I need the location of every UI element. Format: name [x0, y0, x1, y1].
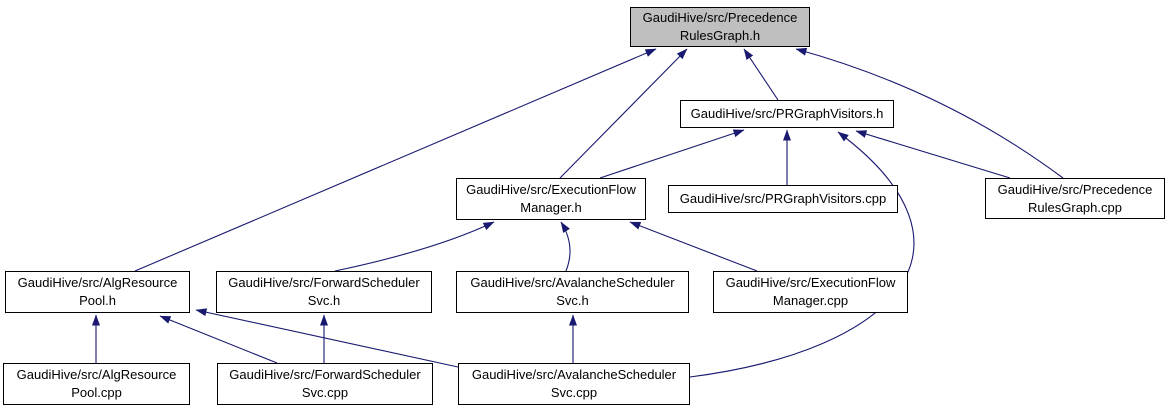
edge-forward-scheduler-svc-cpp-to-alg-resource-pool-h [159, 315, 278, 364]
edge-alg-resource-pool-h-to-precedence-rules-graph-h [134, 48, 657, 272]
node-prgraph-visitors-h[interactable]: GaudiHive/src/PRGraphVisitors.h [680, 100, 894, 128]
edge-execution-flow-manager-h-to-precedence-rules-graph-h [559, 48, 688, 179]
node-alg-resource-pool-cpp[interactable]: GaudiHive/src/AlgResource Pool.cpp [3, 363, 190, 405]
node-execution-flow-manager-h[interactable]: GaudiHive/src/ExecutionFlow Manager.h [456, 178, 646, 220]
node-forward-scheduler-svc-cpp[interactable]: GaudiHive/src/ForwardScheduler Svc.cpp [217, 363, 433, 405]
node-execution-flow-manager-cpp[interactable]: GaudiHive/src/ExecutionFlow Manager.cpp [713, 271, 908, 313]
node-alg-resource-pool-h[interactable]: GaudiHive/src/AlgResource Pool.h [5, 271, 190, 313]
edge-forward-scheduler-svc-h-to-execution-flow-manager-h [334, 221, 495, 272]
node-precedence-rules-graph-cpp[interactable]: GaudiHive/src/Precedence RulesGraph.cpp [985, 178, 1165, 219]
node-prgraph-visitors-cpp[interactable]: GaudiHive/src/PRGraphVisitors.cpp [668, 185, 898, 213]
edge-avalanche-scheduler-svc-h-to-execution-flow-manager-h [560, 221, 571, 272]
node-precedence-rules-graph-h[interactable]: GaudiHive/src/Precedence RulesGraph.h [630, 7, 810, 47]
edge-precedence-rules-graph-cpp-to-precedence-rules-graph-h [795, 47, 1064, 179]
edge-prgraph-visitors-h-to-precedence-rules-graph-h [743, 48, 779, 101]
edge-execution-flow-manager-h-to-prgraph-visitors-h [599, 129, 745, 179]
node-avalanche-scheduler-svc-h[interactable]: GaudiHive/src/AvalancheScheduler Svc.h [456, 271, 689, 313]
edge-precedence-rules-graph-cpp-to-prgraph-visitors-h [855, 130, 1011, 179]
edge-avalanche-scheduler-svc-cpp-to-alg-resource-pool-h [195, 308, 459, 368]
node-avalanche-scheduler-svc-cpp[interactable]: GaudiHive/src/AvalancheScheduler Svc.cpp [458, 363, 690, 405]
edge-execution-flow-manager-cpp-to-execution-flow-manager-h [629, 221, 758, 272]
edge-avalanche-scheduler-svc-cpp-to-prgraph-visitors-h [689, 131, 915, 378]
node-forward-scheduler-svc-h[interactable]: GaudiHive/src/ForwardScheduler Svc.h [216, 271, 432, 313]
